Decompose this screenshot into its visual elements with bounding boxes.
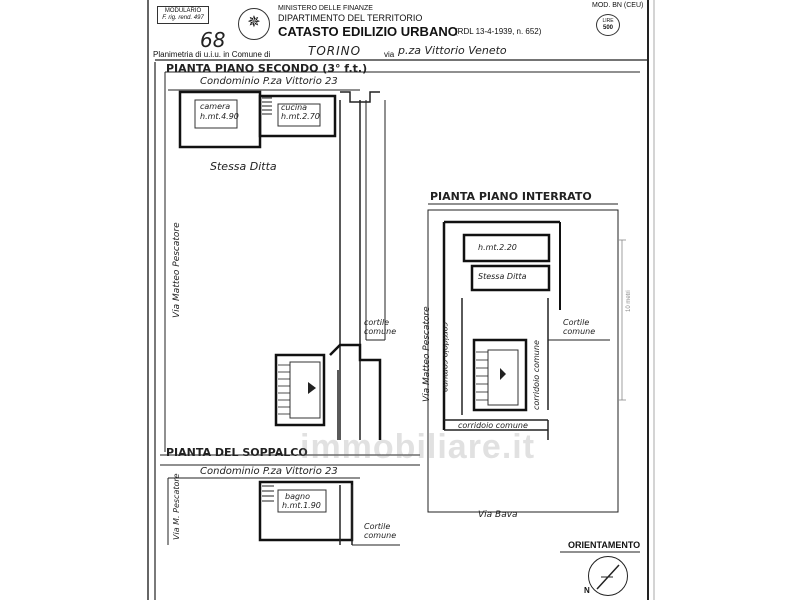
law-reference: (RDL 13-4-1939, n. 652) [455,27,542,36]
registry-title: CATASTO EDILIZIO URBANO [278,24,458,39]
address: p.za Vittorio Veneto [398,44,507,57]
basement-cortile: Cortile comune [563,318,596,336]
lire-label: LIRE [602,18,614,24]
basement-corridor-1: corridoio comune [441,322,450,392]
mezzanine-street: Via M. Pescatore [172,473,181,540]
modulario-label: MODULARIO [164,8,202,14]
second-floor-street: Via Matteo Pescatore [172,222,182,318]
scale-note: 10 metri [626,290,632,312]
watermark: immobiliare.it [300,428,536,466]
room-camera: camera [200,102,231,111]
sheet-number: 68 [200,28,226,52]
compass-icon [588,556,628,596]
room-cucina: cucina [281,103,308,112]
mezzanine-cortile: Cortile comune [364,522,397,540]
orientation-label: ORIENTAMENTO [568,540,641,550]
lire-value: 500 [602,25,613,31]
basement-room-height: h.mt.2.20 [478,243,517,252]
second-floor-cortile: cortile comune [364,318,397,336]
room-cucina-height: h.mt.2.70 [281,112,320,121]
basement-street-bottom: Via Bava [478,510,518,520]
department-name: DIPARTIMENTO DEL TERRITORIO [278,13,423,23]
planimetria-label: Planimetria di u.i.u. in Comune di [153,50,271,59]
north-label: N [584,586,590,595]
room-camera-height: h.mt.4.90 [200,112,239,121]
second-floor-stessa-ditta: Stessa Ditta [210,160,277,173]
modulario-stamp: MODULARIO F. rig. rend. 497 [157,6,209,24]
comune-name: TORINO [308,44,362,58]
second-floor-title: PIANTA PIANO SECONDO (3° f.t.) [166,62,368,75]
form-code: MOD. BN (CEU) [592,2,644,9]
modulario-code: F. rig. rend. 497 [162,15,204,21]
mezzanine-title: PIANTA DEL SOPPALCO [166,446,308,459]
second-floor-condominio: Condominio P.za Vittorio 23 [200,76,338,87]
basement-corridor-2: corridoio comune [532,340,541,410]
room-bagno: bagno [285,492,311,501]
basement-street: Via Matteo Pescatore [422,306,432,402]
via-label: via [384,50,395,59]
ministry-name: MINISTERO DELLE FINANZE [278,5,373,12]
basement-stessa-ditta: Stessa Ditta [478,272,527,281]
lire-stamp: LIRE 500 [596,14,620,36]
state-emblem-icon: ✵ [238,8,270,40]
room-bagno-height: h.mt.1.90 [282,501,321,510]
basement-corridor-bottom: corridoio comune [458,421,528,430]
mezzanine-condominio: Condominio P.za Vittorio 23 [200,466,338,477]
basement-title: PIANTA PIANO INTERRATO [430,190,592,203]
